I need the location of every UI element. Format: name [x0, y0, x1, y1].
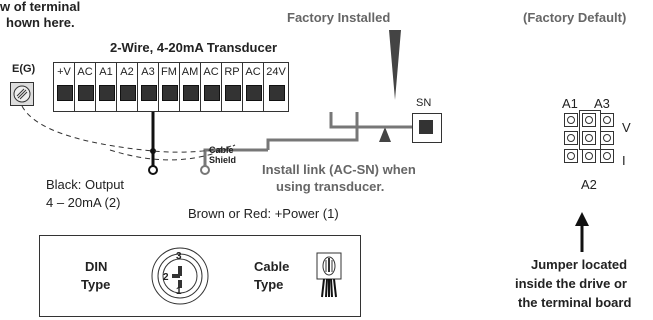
jumper-label-v: V	[622, 120, 631, 135]
note-line-1: w of terminal	[0, 0, 81, 14]
power-connector	[200, 165, 210, 175]
jumper-arrow-head	[575, 212, 589, 226]
screw-icon	[225, 85, 241, 101]
terminal-label: AC	[77, 66, 93, 78]
jumper-shunt	[579, 110, 601, 150]
power-wire-drop	[203, 148, 268, 167]
jumper-note-line-1: Jumper located	[531, 257, 628, 272]
terminal-label: +V	[57, 66, 71, 78]
jumper-pin	[600, 113, 614, 127]
black-output-line-2: 4 – 20mA (2)	[46, 195, 121, 210]
terminal-label: AC	[245, 66, 261, 78]
din-pin-1: 1	[176, 286, 182, 297]
screw-icon	[204, 85, 220, 101]
transducer-title: 2-Wire, 4-20mA Transducer	[110, 40, 278, 55]
terminal-label: A3	[141, 66, 155, 78]
terminal-cell: A3	[137, 62, 159, 112]
sn-label: SN	[416, 97, 432, 109]
cable-type-line-1: Cable	[254, 259, 290, 274]
black-output-line-1: Black: Output	[46, 177, 125, 192]
brown-red-label: Brown or Red: +Power (1)	[188, 206, 339, 221]
eg-label: E(G)	[12, 63, 36, 75]
jumper-label-i: I	[622, 153, 626, 168]
sn-terminal	[412, 113, 442, 143]
cable-type-line-2: Type	[254, 277, 284, 292]
jumper-pin	[582, 113, 596, 127]
terminal-block: +V AC A1 A2 A3 FM AM AC RP AC 24V	[53, 62, 289, 112]
jumper-pin	[582, 131, 596, 145]
terminal-label: AM	[181, 66, 199, 78]
shield-junction	[150, 148, 156, 154]
screw-icon	[141, 85, 157, 101]
install-link-arrow	[379, 127, 391, 142]
jumper-pin	[600, 131, 614, 145]
cable-shield-label-1: Cable	[209, 145, 234, 155]
terminal-cell: 24V	[263, 62, 289, 112]
jumper-label-a1: A1	[562, 96, 578, 111]
din-line-2: Type	[81, 277, 111, 292]
screw-icon	[419, 120, 433, 134]
jumper-pin	[600, 149, 614, 163]
connector-types-box: DIN Type 3 2 1 Cable Type	[39, 235, 361, 317]
din-pin-3: 3	[176, 251, 182, 262]
terminal-label: 24V	[266, 66, 286, 78]
jumper-pin	[564, 131, 578, 145]
factory-installed-pointer	[389, 30, 401, 100]
jumper-label-a3: A3	[594, 96, 610, 111]
jumper-pin	[564, 149, 578, 163]
screw-icon	[183, 85, 199, 101]
screw-icon	[162, 85, 178, 101]
terminal-label: A1	[99, 66, 113, 78]
screw-icon	[269, 85, 285, 101]
jumper-note-line-3: the terminal board	[518, 295, 632, 310]
install-link-line-2: using transducer.	[276, 179, 385, 194]
jumper-pin	[582, 149, 596, 163]
output-connector	[148, 165, 158, 175]
jumper-pin	[564, 113, 578, 127]
screw-icon	[120, 85, 136, 101]
install-link-line-1: Install link (AC-SN) when	[262, 162, 416, 177]
din-line-1: DIN	[85, 259, 108, 274]
terminal-cell: +V	[53, 62, 75, 112]
terminal-cell: A2	[116, 62, 138, 112]
terminal-label: A2	[120, 66, 134, 78]
factory-default-label: (Factory Default)	[523, 10, 627, 25]
ground-terminal	[10, 82, 34, 106]
power-wire	[266, 112, 359, 150]
cable-shield-dashed-lower	[109, 144, 236, 161]
cable-shield-dashed	[21, 105, 236, 153]
terminal-label: RP	[224, 66, 240, 78]
cable-connector-icon	[316, 252, 342, 298]
terminal-cell: AM	[179, 62, 201, 112]
screw-icon	[57, 85, 73, 101]
terminal-label: AC	[203, 66, 219, 78]
din-pin-2: 2	[163, 272, 169, 283]
terminal-cell: RP	[221, 62, 243, 112]
screw-icon	[99, 85, 115, 101]
terminal-label: FM	[161, 66, 177, 78]
screw-icon	[246, 85, 262, 101]
factory-installed-label: Factory Installed	[287, 10, 391, 25]
din-connector-icon	[151, 247, 209, 305]
link-wire	[329, 112, 412, 129]
cable-shield-label-2: Shield	[209, 155, 237, 165]
jumper-note-line-2: inside the drive or	[515, 276, 627, 291]
ground-screw-icon	[13, 85, 31, 103]
screw-icon	[78, 85, 94, 101]
terminal-cell: AC	[242, 62, 264, 112]
terminal-cell: AC	[200, 62, 222, 112]
note-line-2: hown here.	[6, 15, 75, 30]
jumper-label-a2: A2	[581, 177, 597, 192]
